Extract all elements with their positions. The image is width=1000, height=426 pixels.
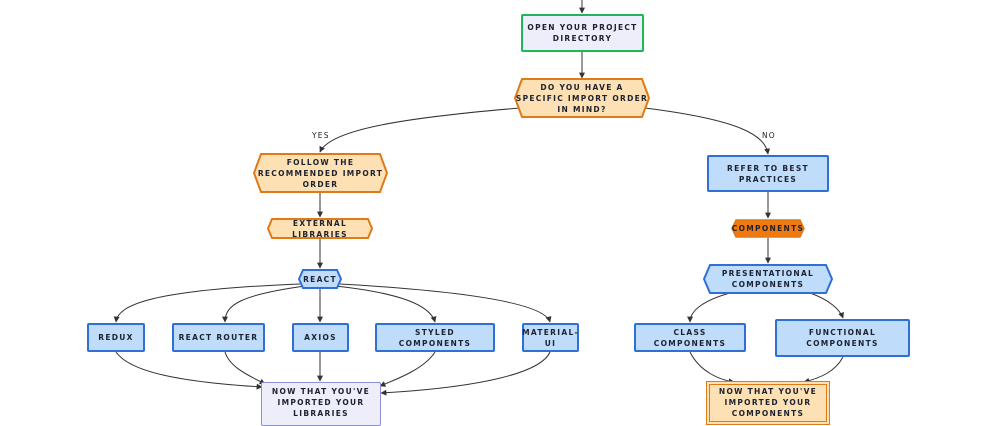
follow-recommended-order-node: FOLLOW THE RECOMMENDED IMPORT ORDER: [252, 153, 389, 193]
functional-components-node: FUNCTIONAL COMPONENTS: [775, 319, 910, 357]
node-label: STYLED COMPONENTS: [398, 327, 472, 348]
refer-best-practices-node: REFER TO BEST PRACTICES: [707, 155, 829, 192]
hexagon-shape: [513, 78, 651, 118]
node-label: CLASS COMPONENTS: [653, 327, 727, 348]
edge-redux-libraries: [115, 351, 263, 390]
edge-react-redux: [113, 283, 301, 323]
node-label: FOLLOW THE RECOMMENDED IMPORT ORDER: [257, 157, 384, 189]
styled-components-node: STYLED COMPONENTS: [375, 323, 495, 352]
external-libraries-node: EXTERNAL LIBRARIES: [266, 218, 374, 239]
node-label: OPEN YOUR PROJECT DIRECTORY: [527, 23, 638, 43]
hexagon-shape: [252, 153, 389, 193]
edge-label-yes: YES: [312, 131, 330, 140]
hexagon-shape: [297, 269, 343, 289]
node-label: REACT: [303, 274, 337, 284]
presentational-components-node: PRESENTATIONAL COMPONENTS: [702, 264, 834, 294]
node-label: AXIOS: [304, 333, 337, 342]
edge-presentational-class: [687, 292, 731, 323]
hexagon-shape: [702, 264, 834, 294]
edge-question-best: [644, 107, 771, 155]
edge-react-material: [339, 283, 552, 323]
open-project-directory-node: OPEN YOUR PROJECT DIRECTORY: [521, 14, 644, 52]
edge-class-components-out: [689, 351, 735, 385]
imported-libraries-node: NOW THAT YOU'VE IMPORTED YOUR LIBRARIES: [261, 382, 381, 426]
axios-node: AXIOS: [292, 323, 349, 352]
class-components-node: CLASS COMPONENTS: [634, 323, 746, 352]
edge-presentational-functional: [809, 292, 844, 319]
hexagon-shape: [731, 219, 805, 238]
node-label: REACT ROUTER: [178, 333, 259, 342]
react-router-node: REACT ROUTER: [172, 323, 265, 352]
material-ui-node: MATERIAL-UI: [522, 323, 579, 352]
edge-styled-libraries: [379, 351, 436, 387]
edge-question-follow: [319, 107, 521, 153]
node-label: REFER TO BEST PRACTICES: [727, 163, 809, 184]
edge-functional-components-out: [803, 356, 844, 384]
edge-react-styled: [334, 285, 437, 323]
node-label: DO YOU HAVE A SPECIFIC IMPORT ORDER IN M…: [515, 82, 649, 114]
import-order-decision-node: DO YOU HAVE A SPECIFIC IMPORT ORDER IN M…: [513, 78, 651, 118]
hexagon-shape: [266, 218, 374, 239]
edge-react-router: [222, 285, 306, 323]
edge-material-libraries: [380, 351, 551, 396]
edge-label-no: NO: [762, 131, 776, 140]
react-node: REACT: [297, 269, 343, 289]
node-label: COMPONENTS: [731, 224, 805, 233]
node-label: REDUX: [98, 333, 134, 342]
node-label: FUNCTIONAL COMPONENTS: [806, 328, 879, 348]
components-node: COMPONENTS: [731, 219, 805, 238]
node-label: EXTERNAL LIBRARIES: [292, 218, 348, 239]
node-label: MATERIAL-UI: [522, 327, 579, 348]
edge-router-libraries: [224, 351, 266, 385]
node-label: NOW THAT YOU'VE IMPORTED YOUR COMPONENTS: [718, 387, 818, 418]
imported-components-node: NOW THAT YOU'VE IMPORTED YOUR COMPONENTS: [706, 381, 830, 425]
node-label: NOW THAT YOU'VE IMPORTED YOUR LIBRARIES: [271, 387, 371, 418]
node-label: PRESENTATIONAL COMPONENTS: [721, 269, 815, 289]
redux-node: REDUX: [87, 323, 145, 352]
